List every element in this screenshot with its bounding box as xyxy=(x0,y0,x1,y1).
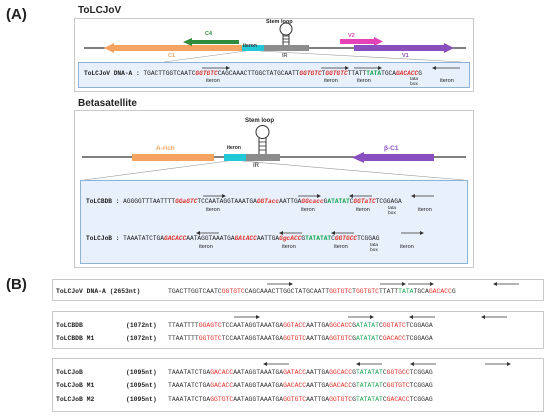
row-length: (1095nt) xyxy=(126,382,157,389)
bdb-iteron-4: iteron xyxy=(418,207,432,213)
group3-arrows xyxy=(263,362,511,366)
panel-b-letter: (B) xyxy=(6,276,27,293)
tolcbdb-sequence: ToLCBDB : AGGGGTTTAATTTTGGaGTCTCCAATAGGT… xyxy=(86,198,402,205)
row-length: (1072nt) xyxy=(126,335,157,342)
job-iteron-3: iteron xyxy=(334,244,348,250)
stem-loop-icon xyxy=(279,22,293,45)
tolcjob-sequence: ToLCJoB : TAAATATCTGAGACACCAATAGGTAAATGA… xyxy=(86,235,380,242)
beta-ir-block xyxy=(246,154,280,161)
seq-label: ToLCJoV DNA-A : xyxy=(84,70,140,77)
iteron-label-1: iteron xyxy=(206,78,220,84)
row-sequence: TAAATATCTGAGGTGTCAATAGGTAAATGAGGTGTCAATT… xyxy=(168,396,433,403)
beta-stem-loop-label: Stem loop xyxy=(245,118,275,124)
tolcjov-sequence-box xyxy=(78,62,470,88)
beta-iteron-block xyxy=(224,154,246,161)
bdb-tata-label: tata box xyxy=(387,206,396,216)
row-name: ToLCBDB xyxy=(56,322,83,329)
group1-arrows xyxy=(267,282,519,286)
ir-block xyxy=(264,45,309,51)
iteron-label-3: iteron xyxy=(357,78,371,84)
c1-label: C1 xyxy=(168,53,176,59)
tolcjov-sequence: ToLCJoV DNA-A : TGACTTGGTCAATCGGTGTCCAGC… xyxy=(84,70,422,77)
row-sequence: TAAATATCTGAGACACCAATAGGTAAATGAGATACCAATT… xyxy=(168,369,433,376)
row-sequence: TGACTTGGTCAATCGGTGTCCAGCAAACTTGGCTATGCAA… xyxy=(168,288,456,295)
bdb-iteron-3: iteron xyxy=(356,207,370,213)
job-iteron-1: iteron xyxy=(199,244,213,250)
panel-a-letter: (A) xyxy=(6,6,27,23)
c4-gene-arrow xyxy=(183,38,239,46)
group2-arrows xyxy=(234,315,507,319)
job-tata-label: tata box xyxy=(369,243,378,253)
beta-c1-label: β-C1 xyxy=(384,145,399,152)
panel-b-group-3 xyxy=(52,358,544,412)
a-rich-label: A-rich xyxy=(156,145,175,152)
bdb-iteron-1: iteron xyxy=(206,207,220,213)
row-length: (1072nt) xyxy=(126,322,157,329)
stem-loop-label: Stem loop xyxy=(266,19,293,25)
row-name: ToLCJoB M2 xyxy=(56,396,95,403)
beta-stem-loop-icon xyxy=(255,125,270,154)
beta-iteron-label: iteron xyxy=(227,145,241,151)
tolcjov-genome-map xyxy=(84,22,466,63)
row-sequence: TTAATTTTGGTGTCTCCAATAGGTAAATGAGGTGTCAATT… xyxy=(168,335,433,342)
panel-b-group-2 xyxy=(52,311,544,349)
tolcjob-iteron-arrows xyxy=(196,231,424,235)
row-name: ToLCJoB xyxy=(56,369,83,376)
bdb-iteron-2: iteron xyxy=(301,207,315,213)
row-length: (1095nt) xyxy=(126,369,157,376)
row-name: ToLCJoB M1 xyxy=(56,382,95,389)
ir-label: IR xyxy=(282,53,288,59)
beta-ir-label: IR xyxy=(253,163,259,169)
betasatellite-title: Betasatellite xyxy=(78,98,137,109)
tolcbdb-iteron-arrows xyxy=(203,194,434,198)
v2-gene-arrow xyxy=(340,37,383,46)
betasatellite-sequence-box xyxy=(80,180,468,264)
row-name: ToLCBDB M1 xyxy=(56,335,95,342)
c1-gene-arrow xyxy=(104,43,242,53)
beta-c1-arrow xyxy=(352,152,434,163)
iteron-label-4: iteron xyxy=(440,78,454,84)
v1-gene-arrow xyxy=(354,43,454,53)
tolcjov-title: ToLCJoV xyxy=(78,5,122,16)
iteron-label: iteron xyxy=(243,43,257,49)
c4-label: C4 xyxy=(205,31,213,37)
row-name: ToLCJoV DNA-A (2653nt) xyxy=(56,288,141,295)
row-sequence: TTAATTTTGGAGTCTCCAATAGGTAAATGAGGTACCAATT… xyxy=(168,322,433,329)
iteron-block xyxy=(242,45,264,51)
row-length: (1095nt) xyxy=(126,396,157,403)
job-iteron-2: iteron xyxy=(282,244,296,250)
a-rich-block xyxy=(132,154,214,161)
panel-b-group-1 xyxy=(52,279,544,301)
tolcjov-iteron-arrows xyxy=(202,66,460,70)
job-iteron-4: iteron xyxy=(400,244,414,250)
row-sequence: TAAATATCTGAGACACCAATAGGTAAATGAGACACCAATT… xyxy=(168,382,433,389)
iteron-label-2: iteron xyxy=(324,78,338,84)
v1-label: V1 xyxy=(402,53,409,59)
tata-box-label: tata box xyxy=(409,77,418,87)
betasatellite-map xyxy=(82,125,466,181)
v2-label: V2 xyxy=(348,33,355,39)
